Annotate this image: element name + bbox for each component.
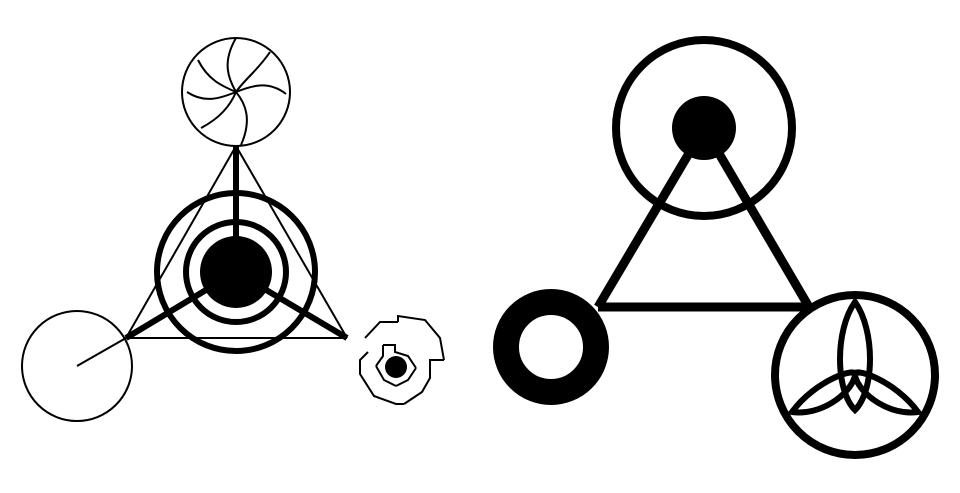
- bold-ring: [493, 289, 609, 405]
- broken-ring-circle: [359, 314, 445, 405]
- left-symbol: [21, 37, 445, 422]
- right-triangle: [594, 125, 813, 312]
- left-triangle: [125, 145, 348, 339]
- plain-circle: [21, 310, 133, 422]
- central-dot: [200, 236, 272, 308]
- triquetra-circle: [771, 291, 939, 459]
- right-symbol: [493, 36, 939, 459]
